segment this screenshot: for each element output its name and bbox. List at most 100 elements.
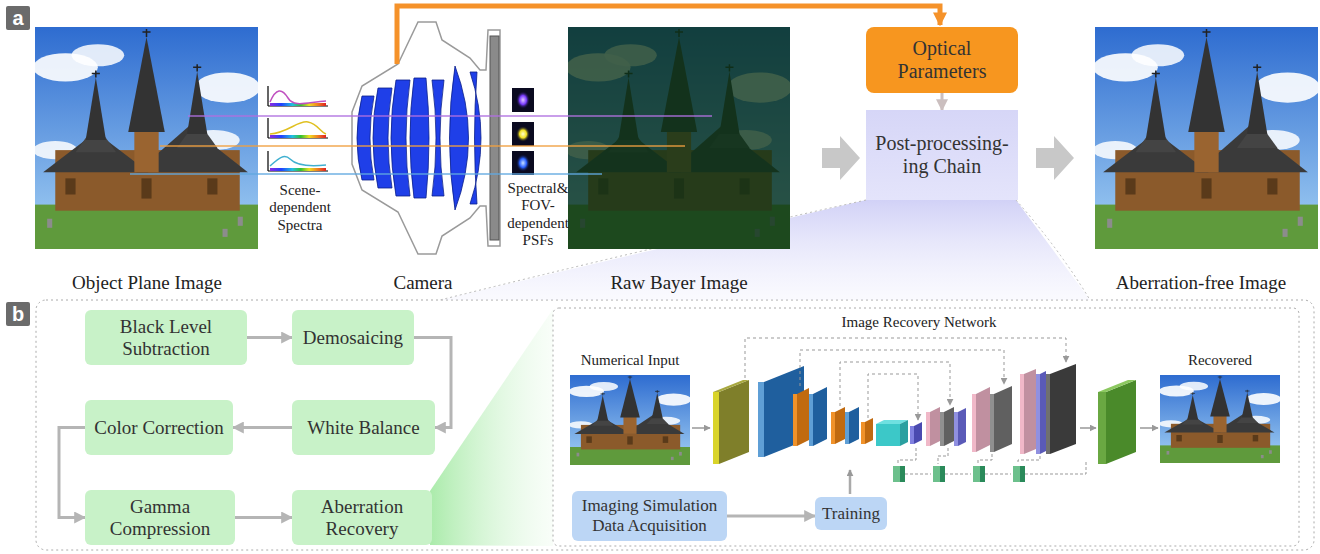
node-text: Demosaicing	[303, 327, 403, 349]
network-layers	[845, 412, 849, 444]
network-layers	[990, 394, 994, 452]
network-layers	[1040, 371, 1046, 454]
network-layers	[1106, 380, 1136, 464]
side-output	[980, 466, 985, 482]
parameter-wire	[397, 6, 940, 64]
numerical-input-image	[569, 375, 691, 465]
node-text: Post-processing- ing Chain	[870, 132, 1014, 178]
light-ray	[188, 115, 712, 117]
image-caption: Object Plane Image	[27, 272, 267, 294]
camera-lens	[352, 22, 500, 254]
network-layers	[1050, 364, 1076, 454]
side-output	[973, 466, 980, 482]
node-text: Imaging Simulation Data Acquisition	[578, 496, 721, 535]
network-layers	[1036, 374, 1040, 454]
node-text: Training	[822, 504, 880, 524]
spectrum-icon	[268, 118, 328, 138]
data-arrow	[692, 428, 1158, 494]
light-ray	[130, 173, 602, 175]
camera-lens	[391, 80, 410, 196]
side-output	[940, 466, 945, 482]
side-output	[1020, 466, 1025, 482]
camera-lens	[470, 72, 481, 204]
psf-patch	[516, 91, 530, 109]
training-box: Training	[815, 497, 887, 530]
network-layers	[940, 412, 944, 446]
flow-connector	[247, 336, 292, 339]
light-ray	[130, 116, 712, 174]
data-arrow	[1140, 427, 1158, 429]
network-layers	[944, 407, 954, 446]
camera-lens	[352, 22, 500, 254]
node-text: White Balance	[307, 417, 419, 439]
network-layers	[994, 386, 1012, 452]
network-layers	[861, 422, 865, 444]
step-box: Black Level Subtraction	[85, 310, 247, 365]
step-box: White Balance	[292, 400, 435, 455]
recovered-image	[1159, 375, 1281, 463]
step-box: Color Correction	[85, 400, 233, 455]
network-layers	[809, 394, 813, 446]
network-layers	[1098, 380, 1136, 392]
spectrum-icon	[268, 151, 328, 171]
flow-connector	[941, 93, 944, 110]
camera-lens	[373, 88, 392, 188]
image-caption: Numerical Input	[560, 352, 700, 369]
network-layers	[914, 422, 922, 444]
flow-connector	[235, 516, 292, 519]
network-layers	[865, 418, 873, 444]
side-output	[898, 448, 1086, 474]
flow-arrow	[1036, 136, 1074, 180]
network-layers	[876, 424, 900, 446]
aberration-free-image	[1093, 27, 1320, 249]
skip-connection	[800, 350, 1004, 386]
network-layers	[958, 408, 966, 446]
skip-connection	[745, 338, 1066, 378]
camera-lens	[490, 36, 499, 240]
node-text: Optical Parameters	[872, 37, 1012, 83]
network-layers	[1020, 374, 1024, 454]
spectrum-icon	[270, 168, 326, 171]
node-text: Black Level Subtraction	[91, 316, 241, 360]
spectrum-icon	[270, 135, 326, 138]
spectrum-icon	[270, 122, 326, 134]
network-layers	[831, 412, 835, 444]
network-layers	[713, 380, 749, 392]
object-image	[33, 27, 260, 249]
spectrum-icon	[268, 151, 328, 171]
image-caption: Aberration-free Image	[1086, 272, 1316, 294]
network-layers	[713, 364, 1136, 464]
panel-label: b	[6, 302, 30, 326]
parameter-box: Optical Parameters	[866, 27, 1018, 93]
node-text: Color Correction	[94, 417, 223, 439]
image-caption: Raw Bayer Image	[559, 272, 799, 294]
network-layers	[793, 394, 797, 446]
side-output	[893, 466, 900, 482]
psf-patch	[512, 122, 534, 146]
light-ray	[160, 145, 685, 147]
image-caption: Recovered	[1160, 352, 1280, 369]
psf-patch	[512, 88, 534, 112]
camera-lens	[450, 66, 469, 210]
network-layers	[1046, 374, 1050, 454]
camera-lens	[410, 78, 429, 198]
step-box: Gamma Compression	[85, 490, 235, 545]
network-layers	[954, 412, 958, 446]
network-layers	[849, 407, 859, 444]
spectrum-icon	[270, 91, 326, 104]
side-output	[900, 466, 905, 482]
raw-bayer-image	[568, 27, 790, 249]
side-output	[933, 466, 940, 482]
data-box: Imaging Simulation Data Acquisition	[572, 491, 727, 541]
psf-patch	[516, 126, 530, 142]
side-output	[1013, 466, 1020, 482]
skip-connection	[868, 374, 918, 420]
annotation: Spectral& FOV- dependent PSFs	[503, 180, 573, 249]
network-layers	[797, 388, 809, 446]
spectrum-icon	[268, 118, 328, 138]
camera-lens	[432, 80, 444, 196]
panel-frames	[553, 308, 1299, 546]
panel-frames	[36, 300, 1314, 550]
object-image	[33, 27, 260, 249]
flow-connector	[233, 426, 292, 429]
